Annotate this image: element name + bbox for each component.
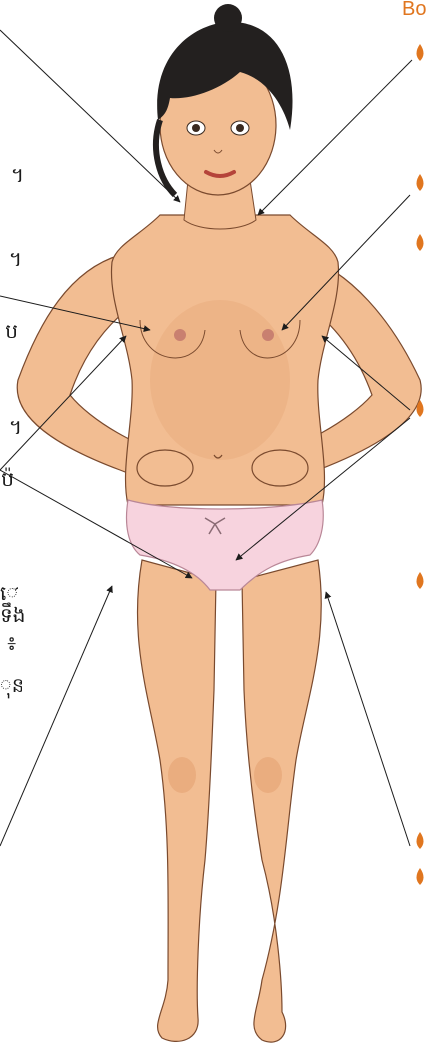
legs (137, 560, 321, 1042)
head (156, 4, 293, 195)
bullet-icons (417, 44, 424, 885)
